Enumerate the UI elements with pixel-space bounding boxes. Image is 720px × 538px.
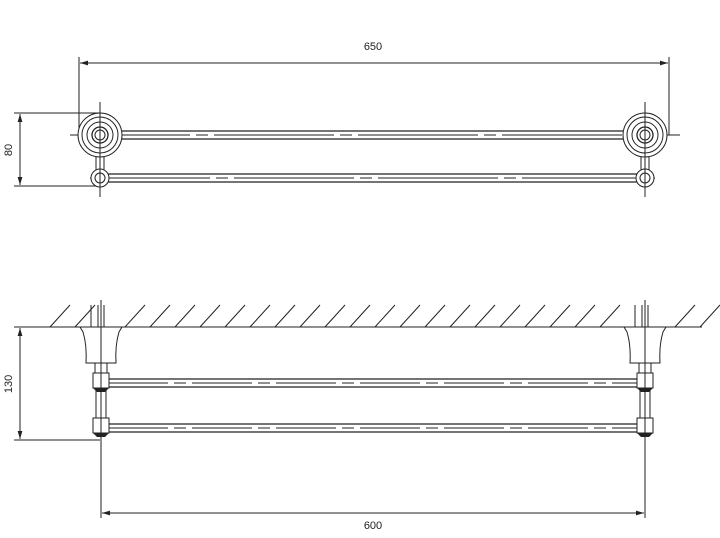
upper-bar-front [108, 378, 638, 388]
hatch-line [199, 304, 221, 328]
left-bracket [79, 300, 123, 445]
dimension-650: 650 [78, 41, 670, 135]
hatch-line [49, 304, 71, 328]
left-rosette [77, 102, 123, 197]
lower-bar-top [108, 173, 637, 183]
hatch-line [674, 304, 696, 328]
hatch-line [549, 304, 571, 328]
hatch-line [574, 304, 596, 328]
hatch-line [174, 304, 196, 328]
hatch-line [349, 304, 371, 328]
dimension-130: 130 [3, 326, 100, 441]
front-view: 130 600 [3, 300, 720, 532]
dimension-label-130: 130 [3, 375, 15, 393]
hatch-line [599, 304, 621, 328]
hatch-line [274, 304, 296, 328]
dimension-label-600: 600 [364, 520, 382, 532]
hatch-line [249, 304, 271, 328]
hatch-line [474, 304, 496, 328]
hatch-line [299, 304, 321, 328]
dimension-label-80: 80 [3, 144, 15, 156]
top-view: 650 80 [3, 41, 680, 197]
hatch-line [399, 304, 421, 328]
right-bracket [623, 300, 667, 445]
hatch-line [124, 304, 146, 328]
upper-bar-top [108, 130, 637, 140]
lower-bar-front [108, 423, 638, 433]
hatch-line [699, 304, 720, 328]
hatch-line [74, 304, 96, 328]
wall-hatching [49, 304, 720, 328]
hatch-line [499, 304, 521, 328]
hatch-line [324, 304, 346, 328]
hatch-line [224, 304, 246, 328]
hatch-line [149, 304, 171, 328]
right-rosette [622, 102, 668, 197]
hatch-line [524, 304, 546, 328]
hatch-line [424, 304, 446, 328]
dimension-label-650: 650 [364, 41, 382, 53]
hatch-line [449, 304, 471, 328]
dimension-600: 600 [100, 440, 646, 532]
hatch-line [374, 304, 396, 328]
dimension-80: 80 [3, 112, 100, 187]
